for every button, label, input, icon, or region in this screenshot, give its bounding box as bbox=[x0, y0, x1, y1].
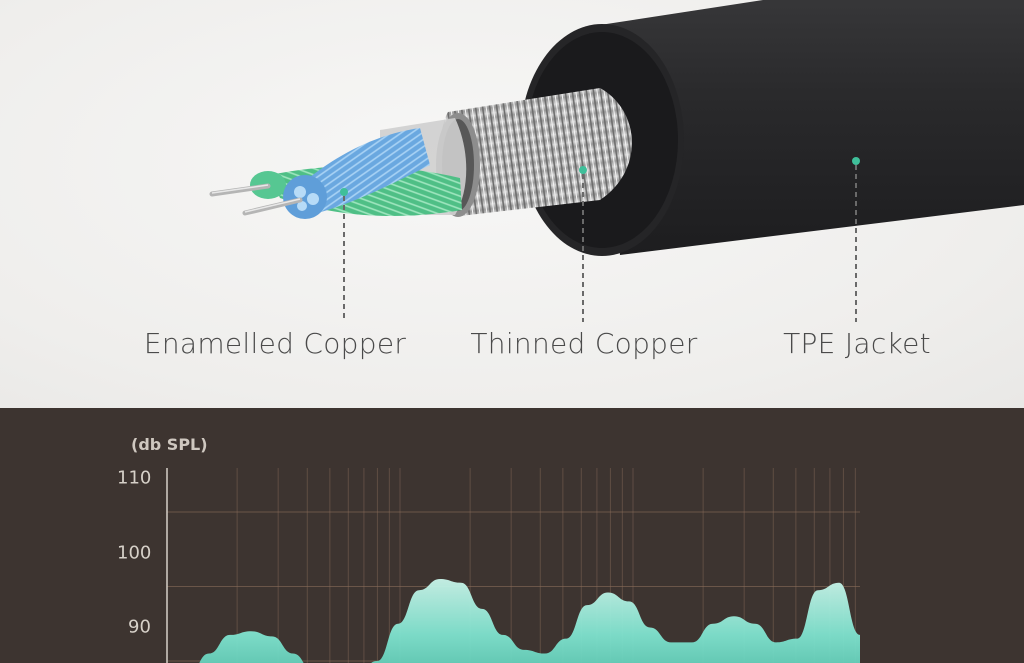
series-area-filled bbox=[167, 579, 860, 663]
y-tick-label: 110 bbox=[117, 467, 152, 489]
callout-pointers bbox=[340, 157, 860, 322]
y-tick-label: 90 bbox=[128, 616, 151, 638]
enamelled-copper-label: Enamelled Copper bbox=[143, 327, 407, 360]
enamelled-copper-strands bbox=[283, 128, 430, 219]
frequency-response-chart: (db SPL) 110 100 90 bbox=[0, 408, 1024, 663]
thinned-copper-shield bbox=[436, 88, 632, 217]
cable-diagram-panel: Enamelled Copper Thinned Copper TPE Jack… bbox=[0, 0, 1024, 408]
bare-wire-tips bbox=[209, 183, 303, 216]
cable-illustration bbox=[209, 0, 1024, 322]
y-tick-label: 100 bbox=[117, 542, 152, 563]
chart-canvas bbox=[166, 468, 860, 663]
y-axis-unit-label: (db SPL) bbox=[131, 435, 208, 454]
tpe-jacket-label: TPE Jacket bbox=[783, 327, 931, 360]
thinned-copper-label: Thinned Copper bbox=[470, 327, 698, 360]
